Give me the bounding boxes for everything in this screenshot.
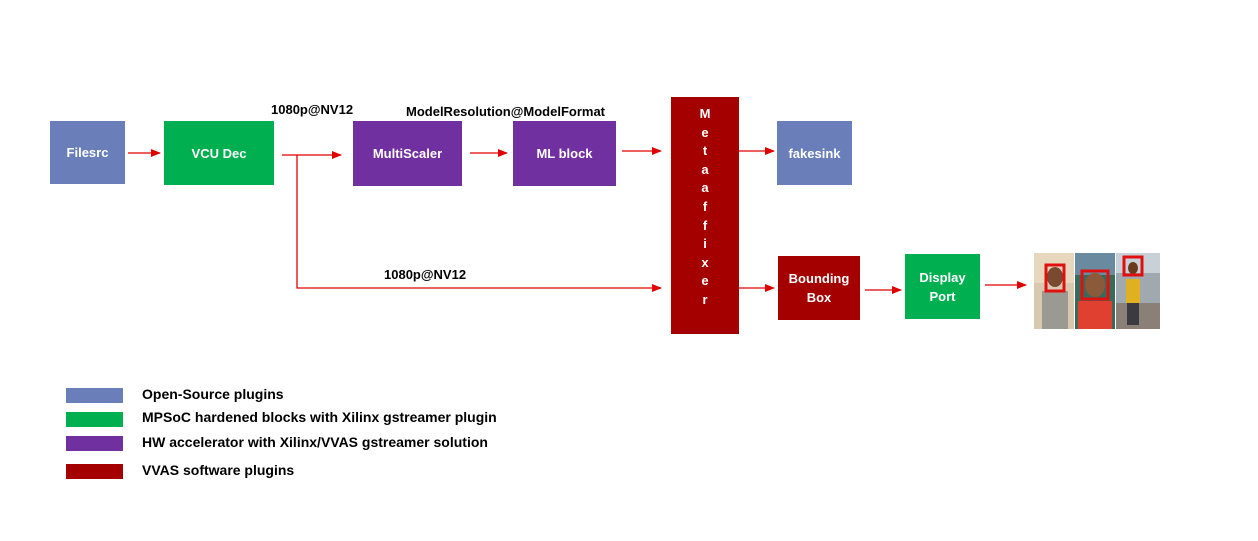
bottom-format-label: 1080p@NV12 — [384, 267, 467, 282]
metaaffixer-letter: a — [701, 180, 709, 196]
metaaffixer-letter: e — [701, 124, 709, 140]
filesrc-block: Filesrc — [50, 121, 125, 184]
metaaffixer-letter: r — [702, 291, 708, 307]
fakesink-block: fakesink — [777, 121, 852, 185]
model-format-label: ModelResolution@ModelFormat — [406, 104, 606, 119]
legend-text-software: VVAS software plugins — [142, 462, 295, 478]
output-detection-image — [1034, 253, 1160, 329]
legend-text-open-source: Open-Source plugins — [142, 386, 284, 402]
legend-text-hw-accel: HW accelerator with Xilinx/VVAS gstreame… — [142, 434, 488, 450]
ml-block: ML block — [513, 121, 616, 186]
legend-swatch-hardened — [66, 412, 123, 427]
metaaffixer-letter: i — [703, 236, 707, 252]
metaaffixer-block: M e t a a f f i x e r — [671, 97, 739, 334]
legend-text-hardened: MPSoC hardened blocks with Xilinx gstrea… — [142, 409, 497, 425]
bounding-box-label-line1: Bounding — [788, 271, 850, 286]
display-port-label-line2: Port — [929, 288, 956, 304]
bounding-box-label-line2: Box — [806, 290, 832, 305]
multiscaler-label: MultiScaler — [372, 146, 443, 161]
metaaffixer-letter: x — [701, 254, 709, 270]
legend-swatch-software — [66, 464, 123, 479]
metaaffixer-letter: a — [701, 161, 709, 177]
arrow-vcu-bypass-to-metaaffixer — [296, 155, 662, 292]
fakesink-label: fakesink — [788, 145, 841, 161]
vcu-dec-label: VCU Dec — [191, 145, 247, 161]
metaaffixer-letter: t — [702, 143, 708, 159]
metaaffixer-letter: f — [702, 217, 708, 233]
vcu-dec-block: VCU Dec — [164, 121, 274, 185]
metaaffixer-letter: e — [701, 273, 709, 289]
legend-swatch-open-source — [66, 388, 123, 403]
ml-block-label: ML block — [536, 146, 593, 161]
display-port-label-line1: Display — [919, 269, 966, 285]
filesrc-label: Filesrc — [66, 145, 109, 160]
bounding-box-block: Bounding Box — [778, 256, 860, 320]
metaaffixer-letter: f — [702, 198, 708, 214]
metaaffixer-letter: M — [699, 106, 711, 121]
multiscaler-block: MultiScaler — [353, 121, 462, 186]
top-format-label: 1080p@NV12 — [271, 102, 354, 117]
display-port-block: Display Port — [905, 254, 980, 319]
legend-swatch-hw-accel — [66, 436, 123, 451]
